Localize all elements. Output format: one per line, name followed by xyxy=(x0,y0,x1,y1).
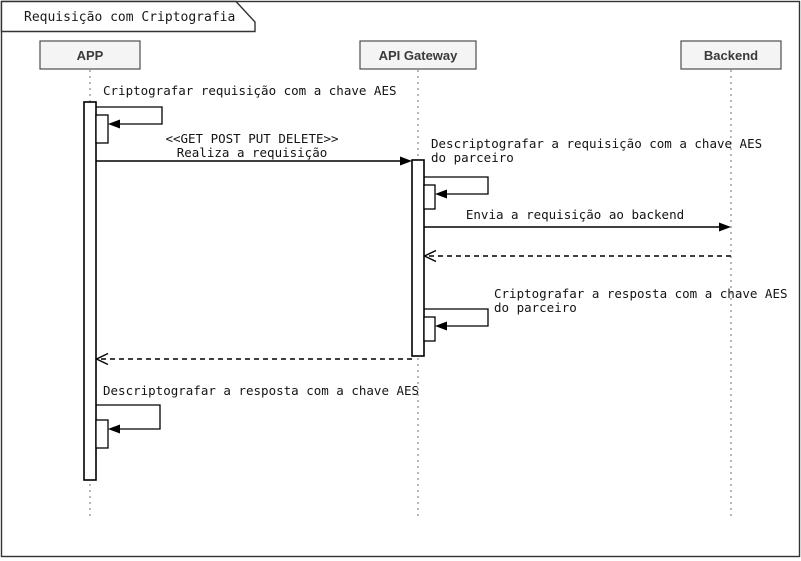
participant-label-app: APP xyxy=(77,48,104,63)
participant-box-app[interactable] xyxy=(39,40,141,70)
message-7-arrowhead xyxy=(94,352,109,366)
activation-bars xyxy=(83,101,436,481)
message-4-arrowhead xyxy=(719,222,731,232)
message-6-path xyxy=(424,308,489,327)
activation-gateway-self-2 xyxy=(423,316,436,342)
frame-title-label: Requisição com Criptografia xyxy=(24,10,235,25)
message-6-self-gateway-encrypt[interactable]: Criptografar a resposta com a chave AES … xyxy=(424,286,788,331)
participant-backend[interactable]: Backend xyxy=(680,40,782,70)
message-8-arrowhead xyxy=(108,424,120,434)
activation-gateway-main xyxy=(411,159,425,357)
message-8-path xyxy=(96,404,161,430)
message-2-label-line2: Realiza a requisição xyxy=(177,145,328,160)
message-1-path xyxy=(96,106,163,125)
participant-gateway[interactable]: API Gateway xyxy=(359,40,477,70)
participant-label-gateway: API Gateway xyxy=(379,48,459,63)
participant-box-gateway[interactable] xyxy=(359,40,477,70)
message-1-arrowhead xyxy=(108,119,120,129)
message-2-label-line1: <<GET POST PUT DELETE>> xyxy=(165,131,338,146)
message-1-self-app-encrypt[interactable]: Criptografar requisição com a chave AES xyxy=(96,83,397,129)
activation-app-self-1 xyxy=(95,114,109,144)
frame-title-tab xyxy=(0,0,256,33)
message-1-label: Criptografar requisição com a chave AES xyxy=(103,83,397,98)
message-8-self-app-decrypt[interactable]: Descriptografar a resposta com a chave A… xyxy=(96,383,419,434)
activation-app-self-2 xyxy=(95,419,109,449)
message-8-label: Descriptografar a resposta com a chave A… xyxy=(103,383,419,398)
participant-app[interactable]: APP xyxy=(39,40,141,70)
message-4-call-gateway-to-backend[interactable]: Envia a requisição ao backend xyxy=(424,207,731,232)
message-7-return-gateway-to-app[interactable] xyxy=(94,352,413,366)
message-6-label-line2: do parceiro xyxy=(494,300,577,315)
activation-gateway-self-1 xyxy=(423,184,436,210)
message-5-return-backend-to-gateway[interactable] xyxy=(422,249,732,263)
message-5-arrowhead xyxy=(422,249,437,263)
message-3-path xyxy=(424,176,489,195)
message-4-label: Envia a requisição ao backend xyxy=(466,207,684,222)
message-6-arrowhead xyxy=(435,321,447,331)
message-6-label-line1: Criptografar a resposta com a chave AES xyxy=(494,286,788,301)
message-2-call-app-to-gateway[interactable]: <<GET POST PUT DELETE>> Realiza a requis… xyxy=(96,131,412,166)
message-3-label-line1: Descriptografar a requisição com a chave… xyxy=(431,136,762,151)
participant-box-backend[interactable] xyxy=(680,40,782,70)
message-3-arrowhead xyxy=(435,189,447,199)
message-2-arrowhead xyxy=(400,156,412,166)
message-3-label-line2: do parceiro xyxy=(431,150,514,165)
activation-app-main xyxy=(83,101,97,481)
participant-label-backend: Backend xyxy=(704,48,758,63)
message-3-self-gateway-decrypt[interactable]: Descriptografar a requisição com a chave… xyxy=(424,136,762,199)
